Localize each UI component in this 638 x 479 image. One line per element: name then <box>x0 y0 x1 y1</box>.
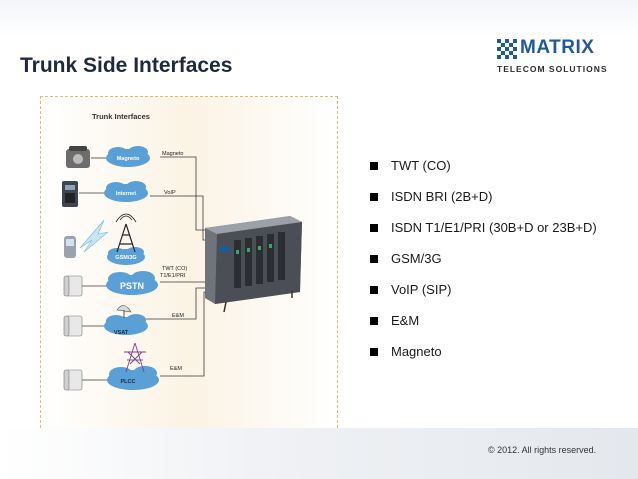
list-item-label: VoIP (SIP) <box>391 282 452 297</box>
desk-phone-icon-2 <box>63 315 83 337</box>
cloud-label-magneto: Magneto <box>117 156 140 162</box>
link-label-em-1: E&M <box>172 313 184 319</box>
list-item-label: GSM/3G <box>391 251 442 266</box>
phone-magneto-icon <box>66 146 90 168</box>
desk-phone-icon-1 <box>63 275 83 297</box>
top-band <box>0 0 638 36</box>
bullet-square-icon <box>370 223 378 232</box>
cloud-pstn <box>106 271 158 295</box>
list-item: TWT (CO) <box>370 150 597 181</box>
link-label-voip: VoIP <box>164 190 176 196</box>
bullet-square-icon <box>370 347 378 356</box>
link-label-twt: TWT (CO) <box>162 266 187 272</box>
diagram-panel-title: Trunk Interfaces <box>92 112 150 121</box>
list-item: VoIP (SIP) <box>370 274 597 305</box>
bullet-square-icon <box>370 192 378 201</box>
cloud-label-vsat: VSAT <box>114 330 129 336</box>
desk-phone-icon-3 <box>63 369 83 391</box>
cloud-label-pstn: PSTN <box>120 281 144 291</box>
list-item: E&M <box>370 305 597 336</box>
voip-phone-icon <box>62 181 78 207</box>
cloud-vsat <box>104 314 148 335</box>
clouds <box>104 146 159 390</box>
cloud-label-gsm: GSM/3G <box>115 255 136 261</box>
power-tower-icon <box>124 342 146 373</box>
cloud-label-plcc: PLCC <box>121 379 136 385</box>
link-label-magneto: Magneto <box>162 151 183 157</box>
bullet-square-icon <box>370 161 378 170</box>
logo-name: MATRIX <box>520 37 595 58</box>
bullet-square-icon <box>370 316 378 325</box>
cloud-plcc <box>107 366 159 390</box>
cloud-magneto <box>106 146 150 167</box>
bullet-square-icon <box>370 254 378 263</box>
interface-list: TWT (CO) ISDN BRI (2B+D) ISDN T1/E1/PRI … <box>370 150 597 367</box>
link-label-t1: T1/E1/PRI <box>160 273 186 279</box>
em-line-plcc <box>160 291 210 377</box>
list-item-label: ISDN T1/E1/PRI (30B+D or 23B+D) <box>391 220 597 235</box>
list-item-label: ISDN BRI (2B+D) <box>391 189 493 204</box>
logo-dots-icon <box>497 39 517 59</box>
cloud-label-internet: Internet <box>116 191 136 197</box>
logo-subtitle: TELECOM SOLUTIONS <box>497 64 608 74</box>
voip-line <box>150 195 207 241</box>
cloud-internet <box>104 181 148 202</box>
link-label-em-2: E&M <box>170 366 182 372</box>
slide-title: Trunk Side Interfaces <box>20 54 233 77</box>
list-item-label: Magneto <box>391 344 442 359</box>
list-item: GSM/3G <box>370 243 597 274</box>
copyright-text: © 2012. All rights reserved. <box>488 445 597 455</box>
signal-waves-icon <box>79 219 109 253</box>
list-item: Magneto <box>370 336 597 367</box>
em-line-vsat <box>146 287 207 320</box>
satellite-dish-icon <box>116 305 132 318</box>
pbx-server-icon <box>205 216 302 313</box>
list-item: ISDN T1/E1/PRI (30B+D or 23B+D) <box>370 212 597 243</box>
mobile-phone-icon <box>64 236 76 258</box>
list-item: ISDN BRI (2B+D) <box>370 181 597 212</box>
list-item-label: TWT (CO) <box>391 158 451 173</box>
matrix-logo: MATRIX TELECOM SOLUTIONS <box>497 37 607 78</box>
bullet-square-icon <box>370 285 378 294</box>
magneto-line <box>160 156 207 231</box>
footer-band <box>0 428 638 479</box>
cell-tower-icon <box>115 213 137 253</box>
list-item-label: E&M <box>391 313 420 328</box>
